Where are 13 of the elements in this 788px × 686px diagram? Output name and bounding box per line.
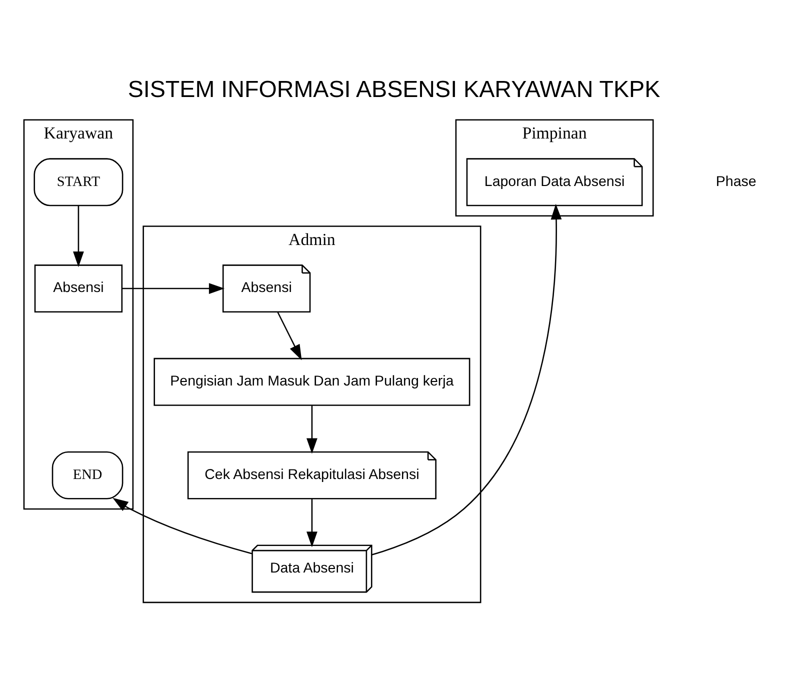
arrow <box>372 204 562 556</box>
label: Phase <box>716 174 756 190</box>
arrow <box>306 406 318 454</box>
node-box: Pengisian Jam Masuk Dan Jam Pulang kerja <box>154 358 470 406</box>
arrow <box>277 312 302 360</box>
node-box: END <box>52 451 124 500</box>
arrow <box>122 283 225 294</box>
arrow <box>306 499 318 548</box>
arrow <box>73 206 84 268</box>
node-box: START <box>34 158 124 206</box>
diagram-title: SISTEM INFORMASI ABSENSI KARYAWAN TKPK <box>128 76 660 102</box>
arrow <box>112 498 252 554</box>
node-box: Absensi <box>34 264 123 313</box>
